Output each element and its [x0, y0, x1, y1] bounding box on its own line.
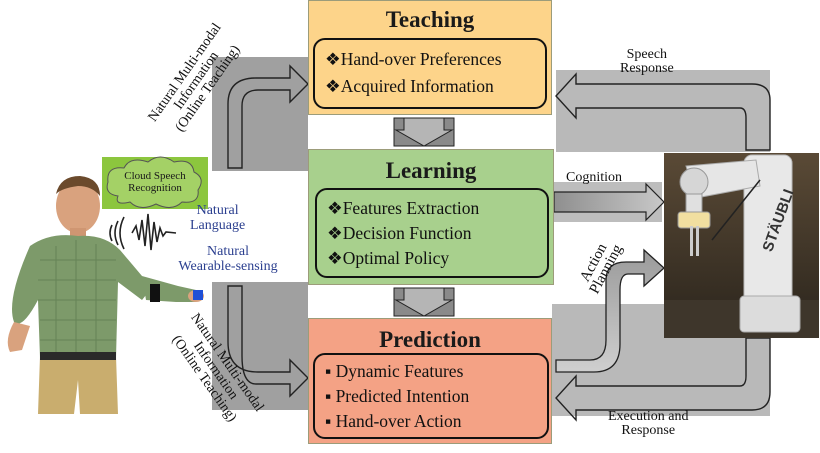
learning-items-box: ❖Features Extraction ❖Decision Function …: [315, 188, 549, 278]
prediction-stage: Prediction ▪ Dynamic Features ▪ Predicte…: [308, 318, 552, 444]
teaching-stage: Teaching ❖Hand-over Preferences ❖Acquire…: [308, 0, 552, 115]
label-line: Speech: [626, 47, 668, 62]
learning-item: ❖Optimal Policy: [327, 248, 450, 268]
arrow-action-planning: [555, 248, 665, 373]
teaching-items-box: ❖Hand-over Preferences ❖Acquired Informa…: [313, 38, 547, 109]
label-line: Wearable-sensing: [178, 259, 278, 274]
arrow-cognition: [553, 182, 665, 222]
prediction-item: ▪ Hand-over Action: [325, 411, 462, 431]
arrow-teaching-to-learning: [393, 117, 455, 147]
cloud-speech-label: Cloud Speech Recognition: [112, 170, 198, 194]
cloud-shape: [102, 156, 208, 209]
cognition-label: Cognition: [566, 170, 623, 185]
label-line: Response: [620, 61, 674, 76]
cloud-line: Cloud Speech: [124, 170, 186, 182]
label-line: Execution and: [608, 409, 689, 424]
natural-language-label: Natural Language: [190, 203, 245, 233]
cloud-line: Recognition: [128, 182, 182, 194]
arrow-speech-response: [555, 72, 771, 151]
prediction-title: Prediction: [379, 327, 481, 352]
label-line: Response: [621, 423, 676, 438]
arrow-execution-response: [555, 337, 771, 422]
arrow-input-to-teaching: [227, 64, 309, 169]
arrow-learning-to-prediction: [393, 287, 455, 317]
teaching-item: ❖Hand-over Preferences: [325, 49, 502, 69]
label-line: Natural: [196, 203, 239, 218]
execution-response-label: Execution and Response: [608, 410, 688, 438]
person-figure: [7, 176, 204, 414]
speech-response-label: Speech Response: [620, 48, 674, 76]
learning-item: ❖Features Extraction: [327, 198, 480, 218]
sound-wave-icon: [109, 213, 177, 251]
prediction-item: ▪ Predicted Intention: [325, 386, 470, 406]
label-line: Language: [190, 218, 246, 233]
arrow-input-to-prediction: [227, 285, 309, 398]
teaching-title: Teaching: [385, 7, 475, 32]
teaching-item: ❖Acquired Information: [325, 76, 494, 96]
learning-title: Learning: [385, 158, 477, 183]
learning-stage: Learning ❖Features Extraction ❖Decision …: [308, 149, 554, 285]
diagram-canvas: [7, 57, 819, 422]
learning-item: ❖Decision Function: [327, 223, 472, 243]
prediction-items-box: ▪ Dynamic Features ▪ Predicted Intention…: [313, 353, 549, 439]
prediction-item: ▪ Dynamic Features: [325, 361, 464, 381]
label-line: Natural: [207, 244, 249, 259]
robot-photo: [664, 153, 819, 338]
natural-wearable-label: Natural Wearable-sensing: [166, 244, 290, 274]
panel-top-right: [556, 70, 770, 152]
